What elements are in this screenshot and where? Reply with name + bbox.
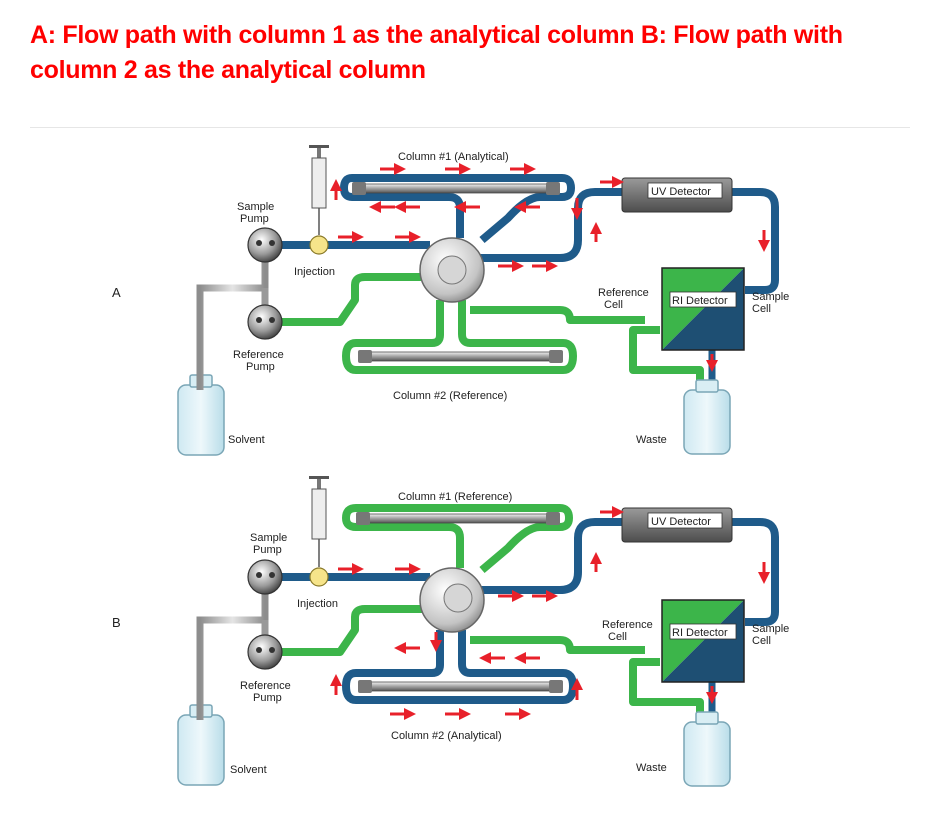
reference-pump xyxy=(247,304,283,340)
reference-pump-label: Pump xyxy=(246,361,275,373)
ri-detector-label: RI Detector xyxy=(672,627,728,639)
reference-pump xyxy=(247,634,283,670)
waste-label: Waste xyxy=(636,434,667,446)
column1-loop xyxy=(340,174,575,244)
sample-pump-label: Sample xyxy=(237,201,274,213)
sample-cell-label: Sample xyxy=(752,291,789,303)
sample-pump-label: Pump xyxy=(240,213,269,225)
solvent-bottle xyxy=(177,374,225,456)
column2 xyxy=(358,350,563,363)
column2-label: Column #2 (Reference) xyxy=(393,390,507,402)
sample-cell-label: Cell xyxy=(752,303,771,315)
page-title: A: Flow path with column 1 as the analyt… xyxy=(30,21,843,84)
sample-pump xyxy=(247,559,283,595)
uv-detector xyxy=(621,507,733,543)
ri-detector xyxy=(661,599,745,683)
ri-detector xyxy=(661,267,745,351)
syringe-icon xyxy=(309,476,329,567)
injection-label: Injection xyxy=(294,266,335,278)
injection-port xyxy=(309,567,329,587)
column2-loop xyxy=(342,300,577,374)
panel-letter: A xyxy=(112,285,121,300)
sample-pump xyxy=(247,227,283,263)
uv-detector xyxy=(621,177,733,213)
column1 xyxy=(352,182,560,195)
switching-valve xyxy=(419,567,485,633)
divider xyxy=(30,127,910,128)
panel-letter: B xyxy=(112,615,121,630)
reference-cell-label: Reference xyxy=(598,287,649,299)
reference-cell-label: Reference xyxy=(602,619,653,631)
column1-label: Column #1 (Analytical) xyxy=(398,151,509,163)
reference-cell-label: Cell xyxy=(604,299,623,311)
uv-detector-label: UV Detector xyxy=(651,186,711,198)
reference-pump-label: Reference xyxy=(233,349,284,361)
column2-loop xyxy=(342,630,577,704)
injection-label: Injection xyxy=(297,598,338,610)
injection-port xyxy=(309,235,329,255)
sample-cell-label: Cell xyxy=(752,635,771,647)
sample-pump-label: Pump xyxy=(253,544,282,556)
column2 xyxy=(358,680,563,693)
column1-loop xyxy=(342,504,573,574)
flow-arrows xyxy=(330,506,770,720)
reference-cell-label: Cell xyxy=(608,631,627,643)
reference-pump-label: Reference xyxy=(240,680,291,692)
column1-label: Column #1 (Reference) xyxy=(398,491,512,503)
panel-a: A Solvent Column #1 (Analyti xyxy=(112,145,789,456)
column1 xyxy=(356,512,560,525)
waste-bottle xyxy=(683,379,731,455)
switching-valve xyxy=(419,237,485,303)
solvent-label: Solvent xyxy=(230,764,267,776)
flow-arrows xyxy=(330,163,770,372)
sample-cell-label: Sample xyxy=(752,623,789,635)
syringe-icon xyxy=(309,145,329,235)
panel-b: B Solvent Column #1 (Reference) C xyxy=(112,476,789,787)
waste-label: Waste xyxy=(636,762,667,774)
reference-pump-label: Pump xyxy=(253,692,282,704)
waste-bottle xyxy=(683,711,731,787)
column2-label: Column #2 (Analytical) xyxy=(391,730,502,742)
sample-pump-label: Sample xyxy=(250,532,287,544)
ri-detector-label: RI Detector xyxy=(672,295,728,307)
solvent-label: Solvent xyxy=(228,434,265,446)
uv-detector-label: UV Detector xyxy=(651,516,711,528)
